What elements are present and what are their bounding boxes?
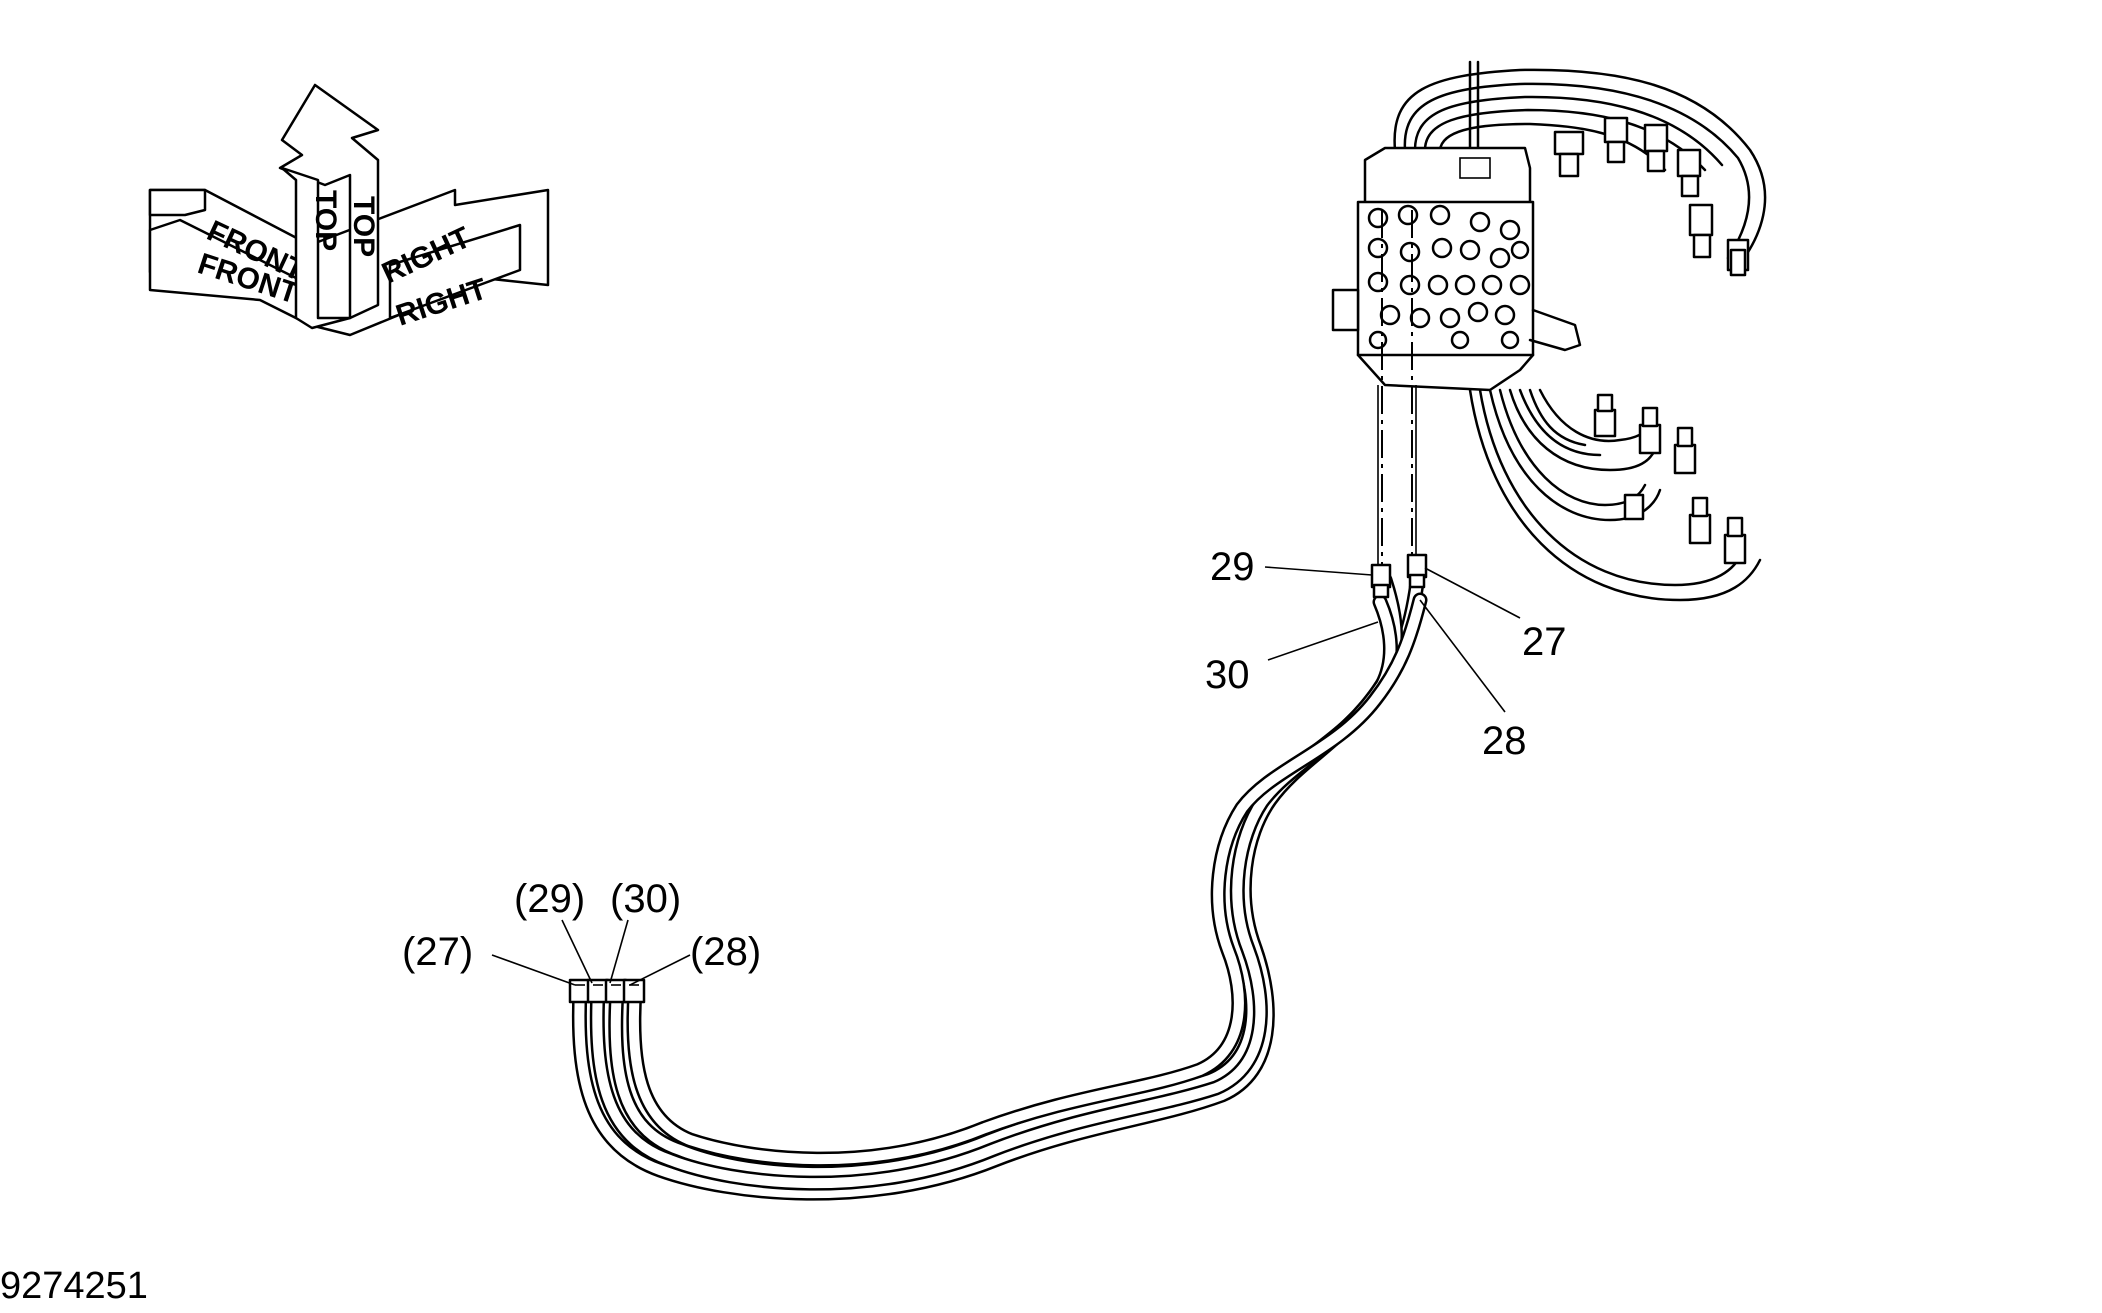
lower-hose-fittings	[568, 978, 646, 1004]
front-arrow: FRONT FRONT	[148, 188, 312, 327]
callout-29: 29	[1210, 545, 1255, 589]
callout-paren-29: (29)	[514, 877, 585, 921]
upper-fittings	[1553, 116, 1750, 277]
hose-27	[608, 567, 1426, 1181]
callout-30: 30	[1205, 653, 1250, 697]
hose-28	[626, 592, 1428, 1167]
hose-29	[571, 572, 1403, 1201]
upper-hose-fittings	[1370, 553, 1428, 599]
leader-lines	[491, 566, 1521, 986]
top-label-left: TOP	[309, 190, 342, 251]
callout-27: 27	[1522, 620, 1567, 664]
valve-block	[1331, 146, 1582, 392]
lower-fittings	[1593, 393, 1747, 565]
orientation-arrows: FRONT FRONT RIGHT RIGHT TOP TOP	[148, 83, 550, 337]
callout-paren-30: (30)	[610, 877, 681, 921]
callout-28: 28	[1482, 719, 1527, 763]
callout-paren-27: (27)	[402, 930, 473, 974]
callout-paren-28: (28)	[690, 930, 761, 974]
top-label-right: TOP	[347, 196, 380, 257]
figure-number: 9274251	[0, 1265, 148, 1307]
hose-30	[589, 594, 1398, 1191]
top-arrow: TOP TOP	[278, 83, 380, 330]
callout-labels: 29 30 27 28 (27) (29) (30) (28)	[402, 545, 1567, 974]
pilot-valve-assembly	[1331, 60, 1767, 602]
upper-hose-bundle	[1393, 60, 1767, 277]
main-hoses	[568, 553, 1428, 1201]
right-arrow: RIGHT RIGHT	[308, 188, 550, 337]
lower-hose-bundle	[1468, 388, 1762, 602]
